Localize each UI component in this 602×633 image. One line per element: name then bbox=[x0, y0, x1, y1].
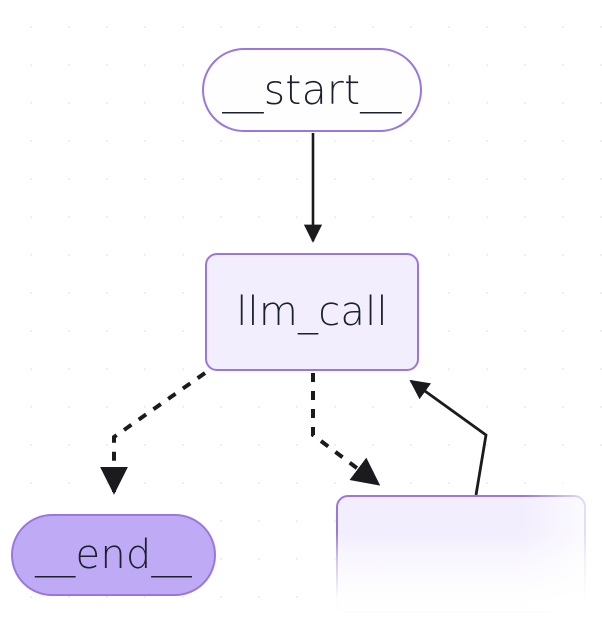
node-tool-node[interactable] bbox=[336, 495, 586, 613]
edge-tool-node-to-llm-call bbox=[409, 379, 488, 496]
node-start-label: __start__ bbox=[222, 65, 402, 114]
node-start[interactable]: __start__ bbox=[202, 48, 422, 132]
node-end[interactable]: __end__ bbox=[11, 514, 216, 596]
edge-llm-call-to-end bbox=[100, 371, 207, 495]
node-end-label: __end__ bbox=[35, 532, 192, 578]
edge-llm-call-to-tool-node bbox=[311, 373, 381, 486]
node-llm-call-label: llm_call bbox=[236, 289, 388, 335]
node-llm-call[interactable]: llm_call bbox=[205, 253, 419, 371]
